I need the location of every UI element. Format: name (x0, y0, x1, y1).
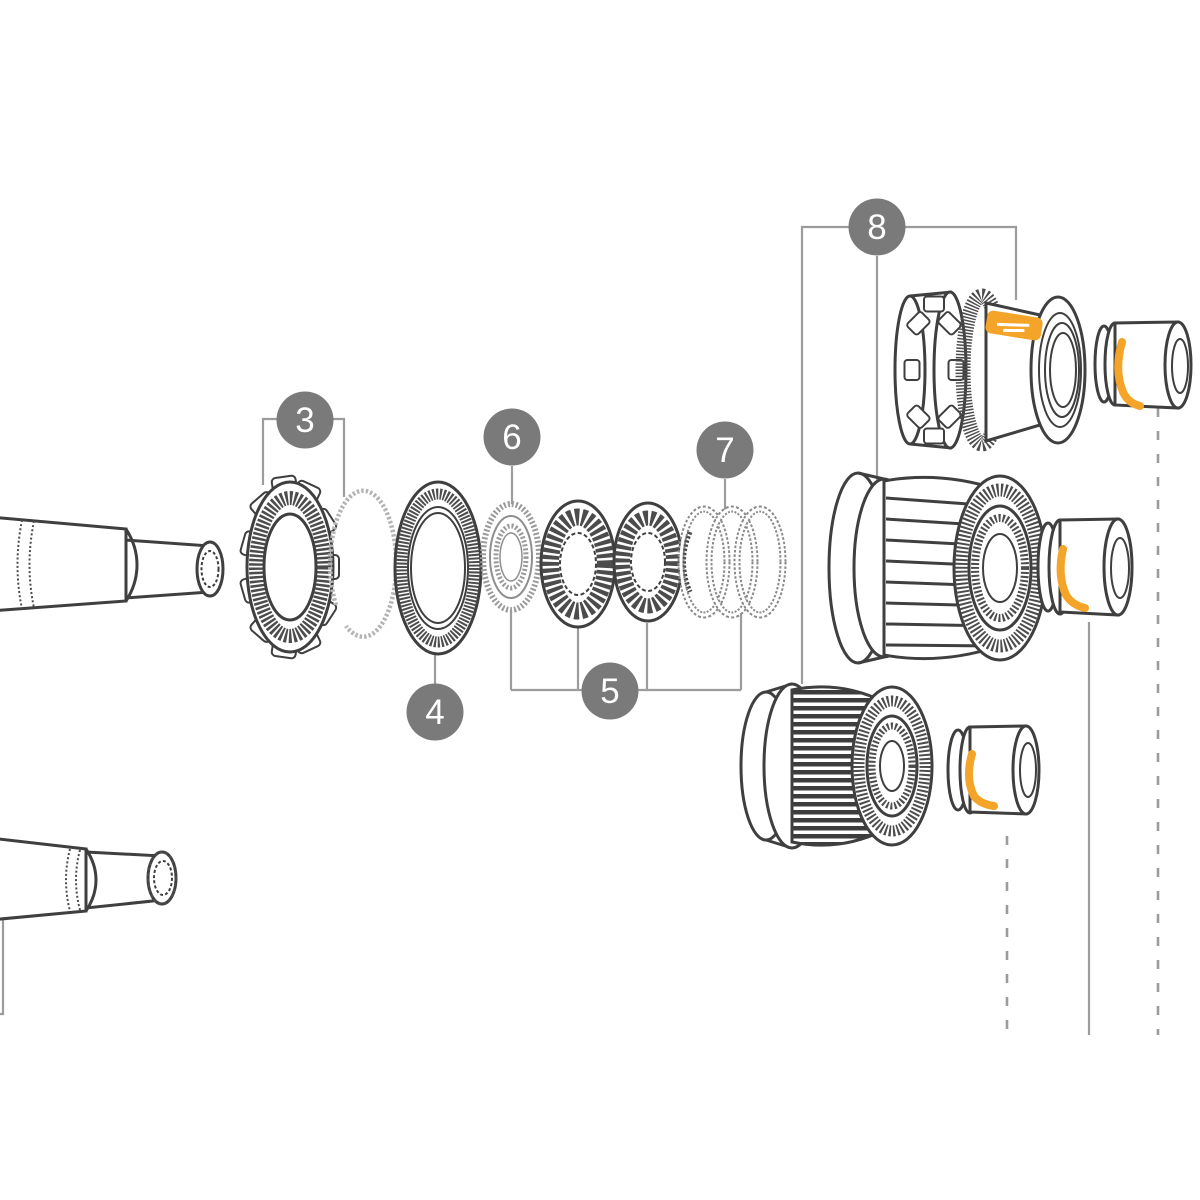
ratchet-lockring (239, 474, 340, 660)
freehub-body-hg (827, 471, 1048, 665)
svg-text:8: 8 (867, 208, 886, 247)
hub-seal-ring (393, 480, 483, 656)
end-cap-bottom (946, 724, 1041, 816)
spring-washer (480, 501, 542, 613)
svg-text:5: 5 (600, 672, 619, 711)
badge-3: 3 (276, 391, 334, 449)
badge-8: 8 (848, 198, 906, 256)
svg-text:7: 7 (715, 431, 734, 470)
badge-6: 6 (483, 408, 541, 466)
brand-label (985, 310, 1043, 341)
snap-ring (327, 488, 399, 639)
rear-axle (0, 837, 178, 921)
ratchet-spring (677, 505, 787, 619)
freehub-body-xd (893, 288, 1087, 452)
freehub-body-microspline (739, 682, 934, 850)
end-cap-middle (1036, 517, 1134, 617)
svg-text:4: 4 (425, 693, 444, 732)
badge-5: 5 (581, 662, 639, 720)
front-axle (0, 516, 225, 612)
ratchet-ring-rear (612, 501, 684, 623)
badge-4: 4 (406, 683, 464, 741)
svg-text:3: 3 (295, 401, 314, 440)
end-cap-top (1093, 320, 1193, 410)
svg-text:6: 6 (502, 418, 521, 457)
callout-lines (0, 225, 1160, 1035)
badge-7: 7 (696, 421, 754, 479)
ratchet-ring-front (539, 499, 617, 629)
